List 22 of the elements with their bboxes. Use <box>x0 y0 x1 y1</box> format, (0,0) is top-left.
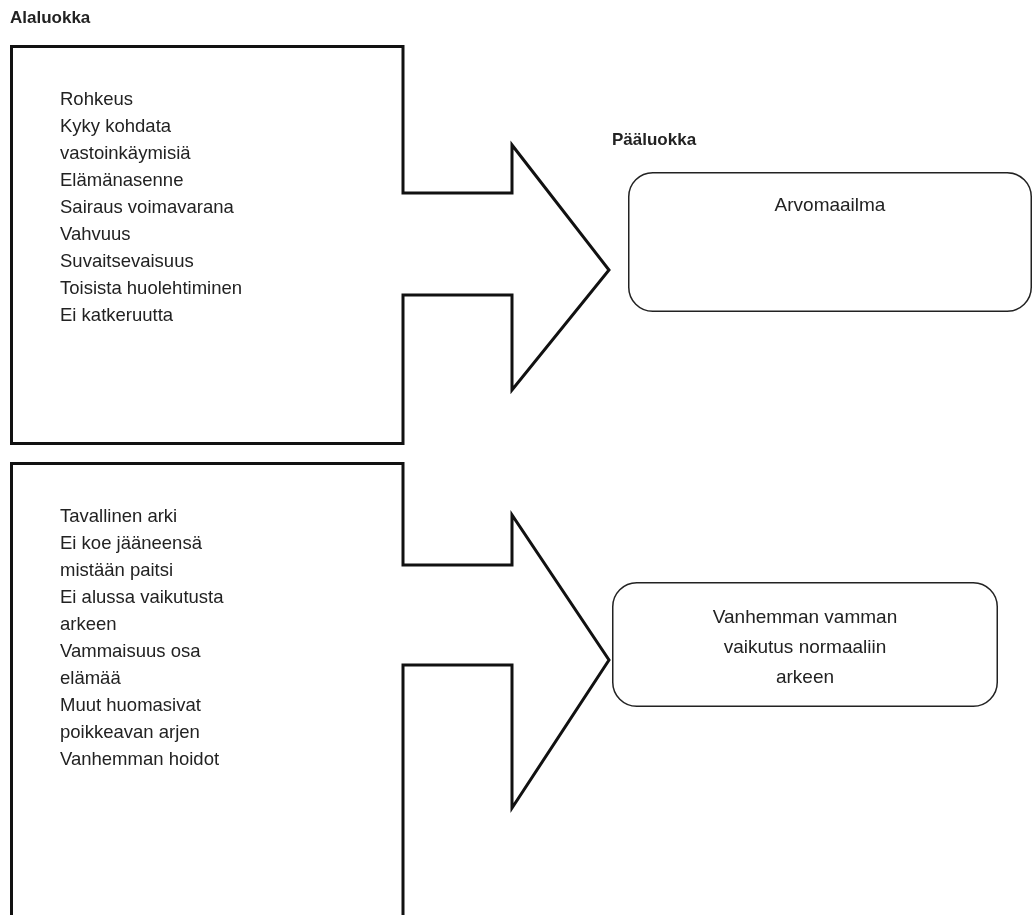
category-text: Arvomaailma <box>774 193 886 217</box>
list-item: Vanhemman hoidot <box>60 747 220 771</box>
column-heading: Pääluokka <box>612 130 697 150</box>
list-item: Elämänasenne <box>60 168 184 192</box>
arrow-shaped-box <box>10 45 610 445</box>
list-item: Muut huomasivat poikkeavan arjen <box>60 693 202 744</box>
list-item: Vahvuus <box>60 222 131 246</box>
arrow-shaped-box <box>10 462 610 915</box>
list-item: Ei koe jääneensä mistään paitsi <box>60 531 203 582</box>
list-item: Kyky kohdata vastoinkäymisiä <box>60 114 192 165</box>
category-text: Vanhemman vamman vaikutus normaaliin arkeen <box>711 605 899 689</box>
list-item: Suvaitsevaisuus <box>60 249 194 273</box>
list-item: Tavallinen arki <box>60 504 178 528</box>
column-heading: Alaluokka <box>10 8 91 28</box>
rounded-box <box>628 172 1032 312</box>
list-item: Toisista huolehtiminen <box>60 276 243 300</box>
list-item: Ei alussa vaikutusta arkeen <box>60 585 225 636</box>
list-item: Sairaus voimavarana <box>60 195 234 219</box>
list-item: Ei katkeruutta <box>60 303 174 327</box>
list-item: Rohkeus <box>60 87 133 111</box>
rounded-box <box>612 582 998 707</box>
list-item: Vammaisuus osa elämää <box>60 639 202 690</box>
